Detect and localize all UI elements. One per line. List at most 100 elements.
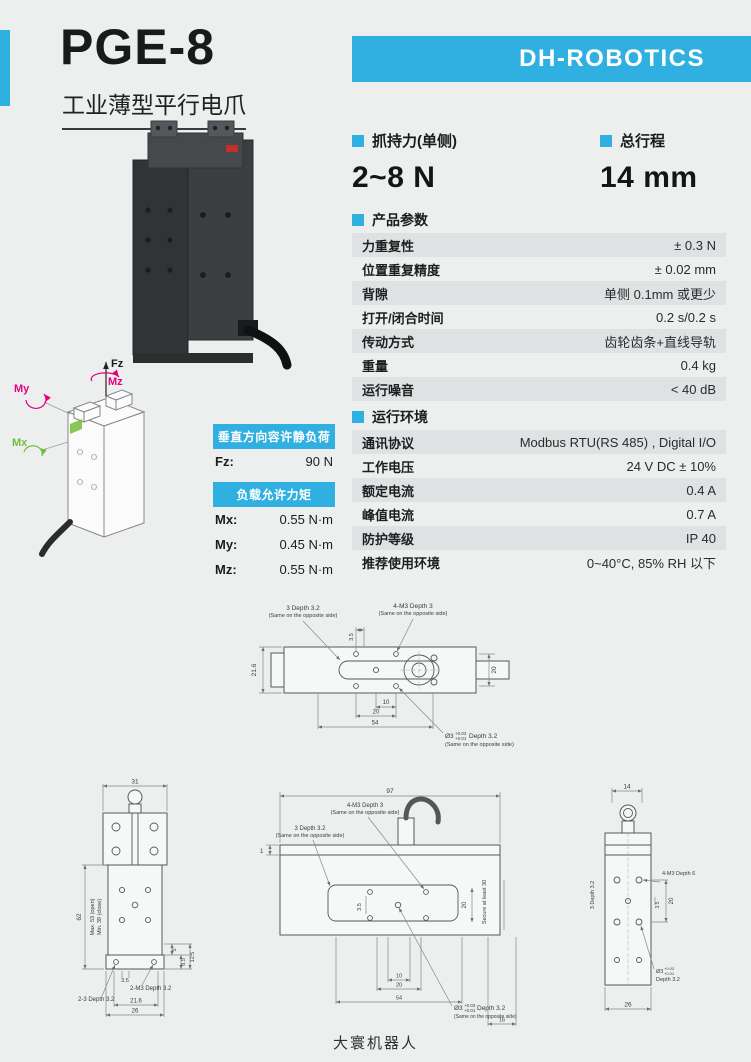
hole-callout: Depth 3.2 bbox=[469, 733, 498, 740]
param-label: 背隙 bbox=[362, 286, 389, 302]
brand-name: DH-ROBOTICS bbox=[519, 45, 705, 72]
param-label: 运行噪音 bbox=[362, 382, 415, 398]
key-spec-stroke: 总行程 14 mm bbox=[600, 130, 698, 195]
section-title-text: 运行环境 bbox=[372, 409, 428, 425]
stroke-value: 14 mm bbox=[600, 161, 698, 194]
load-label: Mx: bbox=[215, 512, 238, 527]
cable bbox=[403, 796, 441, 825]
top-view-outline bbox=[270, 646, 510, 694]
hole-callout: Ø3 bbox=[454, 1005, 463, 1012]
param-label: 打开/闭合时间 bbox=[362, 310, 444, 326]
hole-callout-tol: +0.01 bbox=[455, 736, 467, 741]
load-value: 0.45 N·m bbox=[279, 537, 333, 552]
drawing-note: Secure at least 30 bbox=[482, 880, 488, 924]
centerlines bbox=[400, 651, 438, 689]
grip-force-label: 抓持力(单侧) bbox=[372, 133, 457, 150]
hole-callout-tol: +0.01 bbox=[464, 1008, 476, 1013]
product-params-table: 力重复性± 0.3 N 位置重复精度± 0.02 mm 背隙单侧 0.1mm 或… bbox=[352, 233, 726, 401]
accent-square-icon bbox=[352, 411, 364, 423]
brand-banner: DH-ROBOTICS bbox=[352, 36, 751, 82]
param-value: 24 V DC ± 10% bbox=[626, 458, 716, 474]
table-row: 位置重复精度± 0.02 mm bbox=[352, 257, 726, 281]
dim-label: 16 bbox=[499, 1018, 505, 1024]
param-value: 齿轮齿条+直线导轨 bbox=[604, 334, 716, 350]
accent-square-icon bbox=[600, 134, 612, 147]
front-view-drawing: 31 62 Max. 53 (open) Min. 39 (close) 5 8… bbox=[76, 779, 196, 1017]
body-holes bbox=[145, 207, 231, 278]
param-value: 0.7 A bbox=[686, 506, 716, 522]
dim-label: 31 bbox=[131, 779, 139, 786]
gripper-body-right bbox=[182, 139, 254, 341]
front-view-features bbox=[111, 813, 159, 965]
section-title-operating-env: 运行环境 bbox=[352, 407, 428, 427]
product-model: PGE-8 bbox=[60, 19, 216, 75]
param-label: 重量 bbox=[362, 358, 389, 374]
dim-label: 3.5 bbox=[121, 978, 129, 984]
stroke-label: 总行程 bbox=[620, 133, 666, 150]
brand-label-dot bbox=[226, 145, 238, 152]
hole-callout-tol: +0.03 bbox=[464, 1003, 476, 1008]
jaw-screws bbox=[155, 125, 230, 131]
param-value: ± 0.3 N bbox=[674, 237, 716, 253]
param-label: 通讯协议 bbox=[362, 435, 415, 451]
section-title-text: 产品参数 bbox=[372, 212, 428, 228]
iso-gripper bbox=[66, 389, 146, 538]
mx-rotation-arrow bbox=[23, 445, 47, 457]
left-accent-bar bbox=[0, 30, 10, 106]
drawing-note: 3 Depth 3.2 bbox=[294, 826, 326, 832]
fz-label: Fz bbox=[111, 358, 124, 370]
drawing-note: (Same on the opposite side) bbox=[276, 833, 345, 839]
param-label: 推荐使用环境 bbox=[362, 555, 441, 571]
param-value: 0.4 A bbox=[686, 482, 716, 498]
cable bbox=[243, 325, 292, 370]
dim-label: 3.5 bbox=[357, 903, 363, 911]
dim-label: 20 bbox=[396, 983, 402, 989]
param-label: 传动方式 bbox=[362, 334, 415, 350]
table-row: 峰值电流 0.7 A bbox=[352, 502, 726, 526]
load-row: Mx: 0.55 N·m bbox=[213, 507, 335, 532]
dim-label: 20 bbox=[373, 710, 380, 716]
side-view-drawing: 97 4-M3 Depth 3 (Same on the opposite si… bbox=[260, 788, 517, 1026]
param-value: 0.4 kg bbox=[680, 357, 716, 373]
dim-label: 26 bbox=[624, 1002, 632, 1009]
dim-label: 10 bbox=[383, 700, 390, 706]
dim-label: 20 bbox=[462, 901, 468, 908]
hole-callout: Depth 3.2 bbox=[477, 1005, 506, 1012]
load-value: 0.55 N·m bbox=[279, 512, 333, 527]
hole-callout-tol: +0.03 bbox=[455, 731, 467, 736]
drawing-note: 3 Depth 3.2 bbox=[590, 881, 596, 909]
load-row: Fz:90 N bbox=[213, 449, 335, 474]
drawing-note: 4-M3 Depth 3 bbox=[393, 603, 433, 610]
param-label: 峰值电流 bbox=[362, 507, 415, 523]
my-axis bbox=[43, 401, 71, 415]
table-row: 传动方式 齿轮齿条+直线导轨 bbox=[352, 329, 726, 353]
end-view-drawing: 14 3 Depth 3.2 4-M3 Depth 6 3.5 20 Ø3 +0… bbox=[590, 784, 695, 1011]
load-label: Fz: bbox=[215, 454, 234, 469]
dim-label: 5 bbox=[172, 948, 178, 951]
table-row: 通讯协议 Modbus RTU(RS 485) , Digital I/O bbox=[352, 430, 726, 454]
drawing-note: (Same on the opposite side) bbox=[454, 1014, 517, 1020]
gripper-jaw bbox=[207, 120, 235, 138]
product-photo bbox=[132, 120, 292, 370]
param-value: Modbus RTU(RS 485) , Digital I/O bbox=[519, 434, 716, 450]
mz-rotation-arrow bbox=[90, 369, 120, 382]
dimension-lines bbox=[82, 784, 192, 1017]
drawing-note: (Same on the opposite side) bbox=[445, 742, 514, 748]
accent-square-icon bbox=[352, 134, 364, 147]
drawing-note: 4-M3 Depth 3 bbox=[347, 803, 384, 809]
my-label: My bbox=[14, 383, 30, 395]
dimension-lines bbox=[259, 618, 495, 734]
dim-label: 54 bbox=[396, 996, 402, 1002]
moment-header: 负载允许力矩 bbox=[213, 482, 335, 507]
green-jaw-pad bbox=[70, 419, 82, 434]
table-row: 重量 0.4 kg bbox=[352, 353, 726, 377]
dim-label: 12.5 bbox=[190, 952, 196, 963]
dim-label: 20 bbox=[669, 897, 675, 904]
dim-label: 20 bbox=[491, 666, 498, 674]
dimension-lines bbox=[604, 788, 668, 1011]
dim-label: 1 bbox=[260, 849, 264, 855]
param-value: ± 0.02 mm bbox=[654, 261, 716, 277]
param-value: < 40 dB bbox=[670, 381, 716, 397]
